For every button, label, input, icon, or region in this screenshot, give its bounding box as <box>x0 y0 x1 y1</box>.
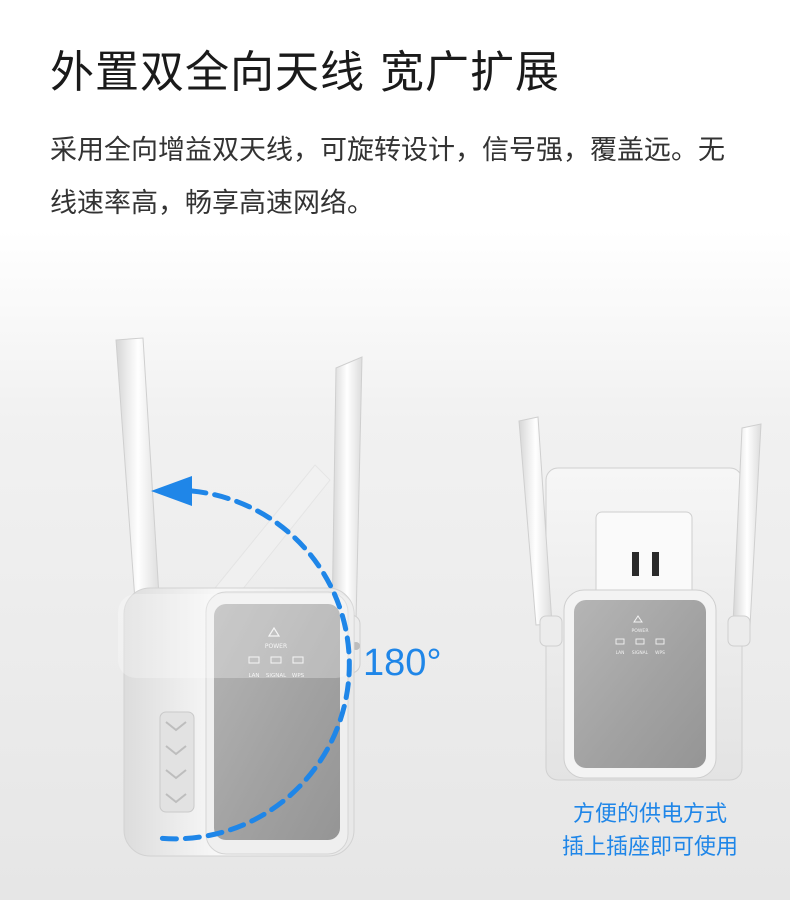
rotation-arrow <box>151 476 352 842</box>
right-antenna <box>727 423 762 647</box>
caption-line-2: 插上插座即可使用 <box>561 835 738 860</box>
ghost-frame <box>118 594 354 678</box>
arrow-head-icon <box>151 476 192 506</box>
description-text: 采用全向增益双天线，可旋转设计，信号强，覆盖远。无线速率高，畅享高速网络。 <box>50 135 725 219</box>
lan-label: LAN <box>248 673 259 679</box>
led-panel: POWER LAN SIGNAL WPS <box>615 615 665 656</box>
side-vents <box>159 711 195 813</box>
signal-label: SIGNAL <box>266 673 287 679</box>
power-label: POWER <box>265 643 287 650</box>
socket-slot <box>632 552 639 576</box>
led-panel: POWER LAN SIGNAL WPS <box>248 626 305 679</box>
lan-label: LAN <box>616 650 625 656</box>
wps-label: WPS <box>655 650 665 656</box>
wps-label: WPS <box>292 673 305 679</box>
headline: 外置双全向天线 宽广扩展 <box>50 47 560 98</box>
power-caption: 方便的供电方式 插上插座即可使用 <box>552 798 748 864</box>
socket-slot <box>652 552 659 576</box>
power-label: POWER <box>631 628 649 634</box>
left-antenna <box>518 416 563 647</box>
extender-device-left: POWER LAN SIGNAL WPS <box>115 337 363 857</box>
caption-line-1: 方便的供电方式 <box>572 802 727 827</box>
signal-label: SIGNAL <box>632 650 649 656</box>
extender-device-right: POWER LAN SIGNAL WPS <box>518 416 762 781</box>
rotation-angle-label: 180° <box>363 642 442 684</box>
